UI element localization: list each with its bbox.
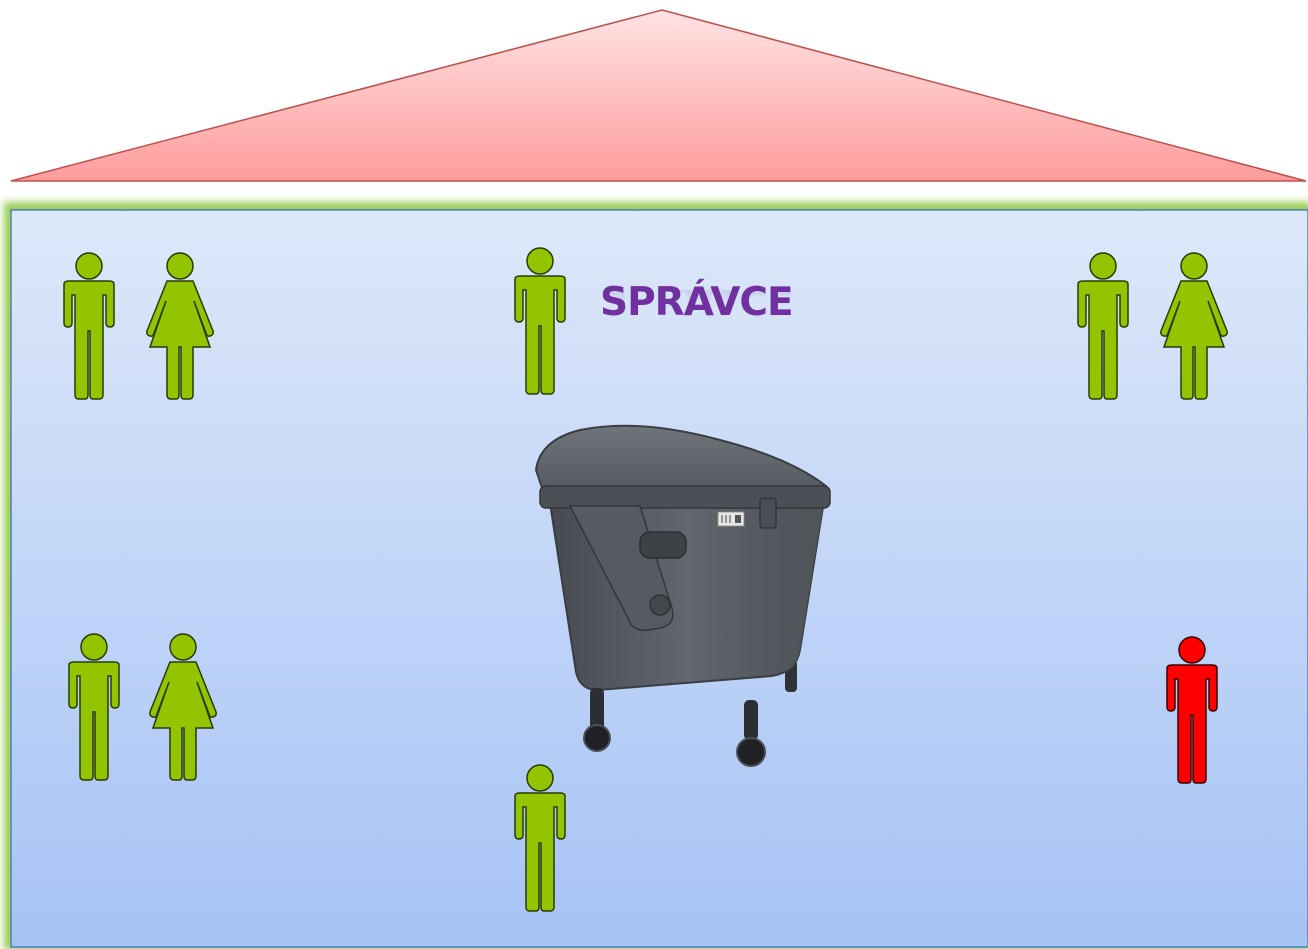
admin-label-reflection: SPRÁVCE xyxy=(600,283,793,322)
roof xyxy=(11,10,1306,181)
